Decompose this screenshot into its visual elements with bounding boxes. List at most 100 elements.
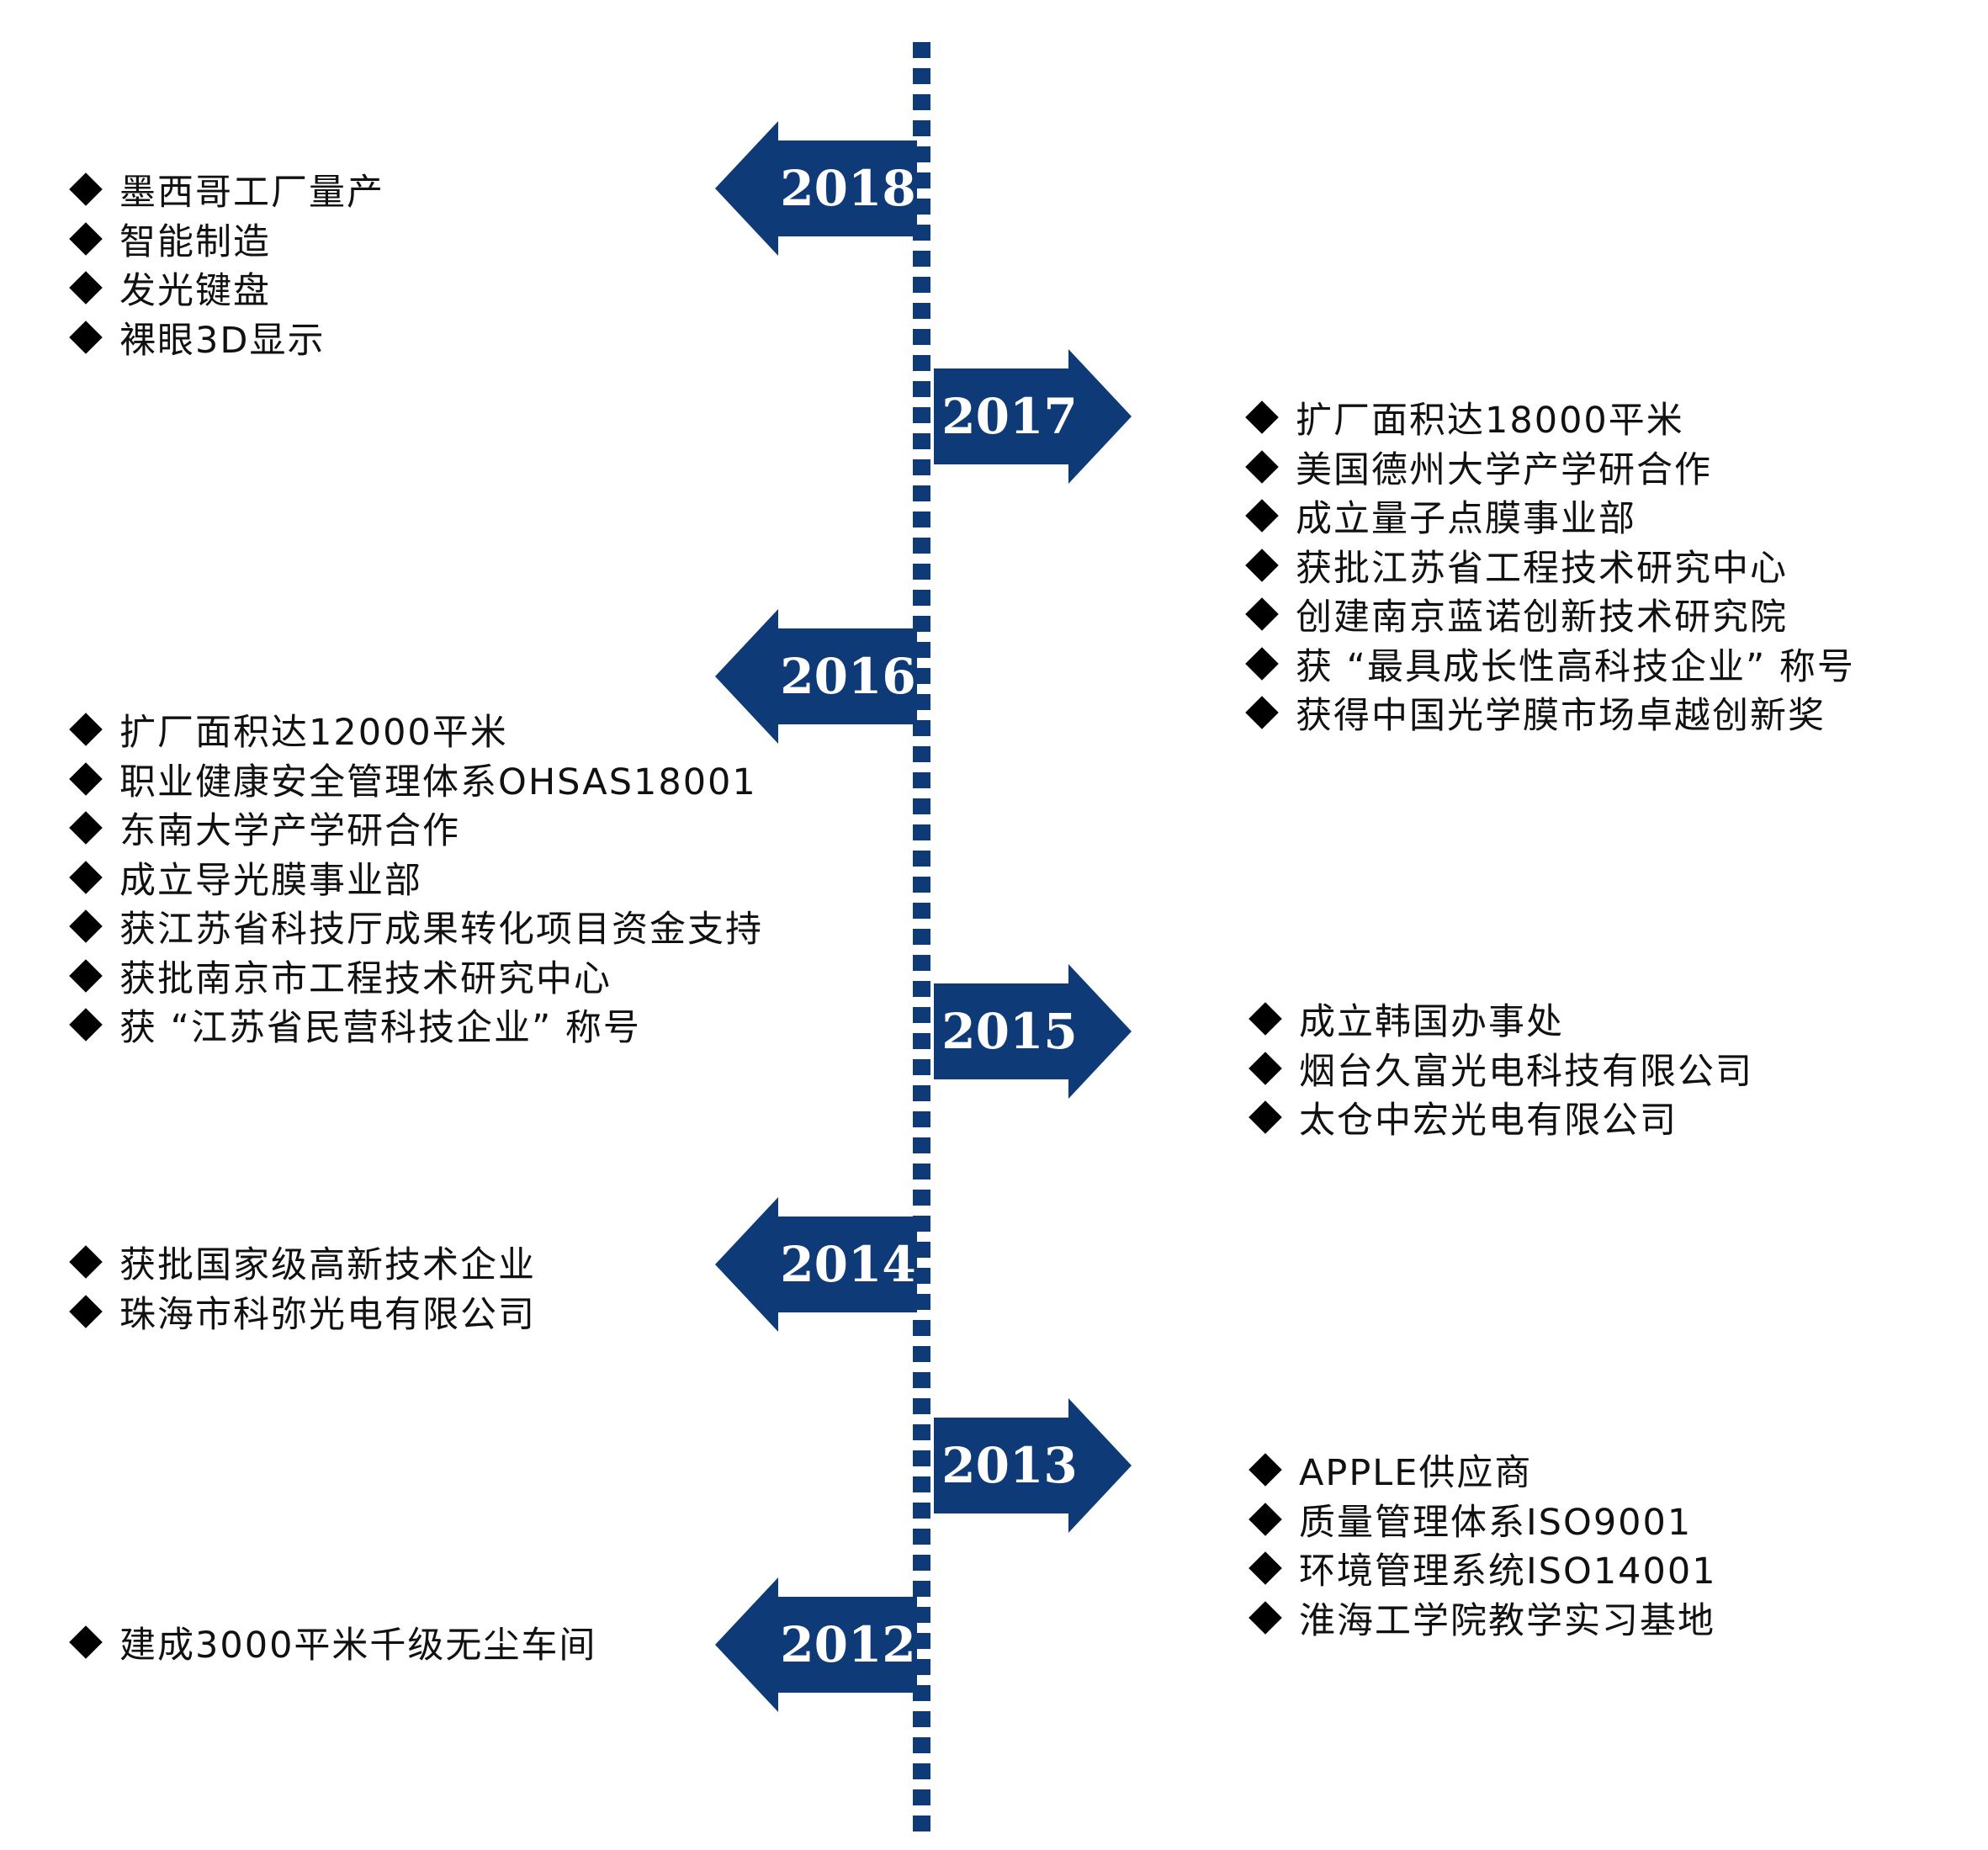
- axis-dash: [913, 1633, 930, 1649]
- milestone-item: 东南大学产学研合作: [67, 803, 763, 853]
- axis-dash: [913, 381, 930, 397]
- milestone-item-text: 环境管理系统ISO14001: [1299, 1551, 1717, 1593]
- milestone-item: 建成3000平米千级无尘车间: [67, 1618, 596, 1667]
- arrow-shape: [934, 349, 1132, 484]
- axis-dash: [913, 1033, 930, 1049]
- milestone-item-text: 成立韩国办事处: [1299, 1001, 1564, 1044]
- milestone-item: 淮海工学院教学实习基地: [1247, 1593, 1717, 1643]
- milestone-item: 获得中国光学膜市场卓越创新奖: [1243, 688, 1855, 738]
- axis-dash: [913, 1216, 930, 1232]
- axis-dash: [913, 459, 930, 475]
- diamond-bullet-icon: [1248, 1051, 1282, 1085]
- axis-dash: [913, 851, 930, 867]
- year-label: 2012: [780, 1616, 915, 1673]
- axis-dash: [913, 1164, 930, 1179]
- diamond-bullet-icon: [69, 1625, 103, 1660]
- axis-dash: [913, 251, 930, 267]
- milestone-items-2016: 扩厂面积达12000平米职业健康安全管理体系OHSAS18001 东南大学产学研合…: [67, 705, 763, 1050]
- diamond-bullet-icon: [69, 1294, 103, 1328]
- diamond-bullet-icon: [69, 221, 103, 256]
- arrow-shape: [934, 1398, 1132, 1533]
- milestone-item: 太仓中宏光电有限公司: [1247, 1093, 1753, 1142]
- year-arrow-2014: 2014: [715, 1197, 917, 1332]
- year-label: 2016: [780, 648, 915, 705]
- milestone-item: 获江苏省科技厅成果转化项目资金支持: [67, 902, 763, 952]
- milestone-item: 发光键盘: [67, 263, 384, 313]
- diamond-bullet-icon: [69, 1245, 103, 1280]
- milestone-items-2014: 获批国家级高新技术企业珠海市科弥光电有限公司: [67, 1238, 536, 1336]
- milestone-item-text: 裸眼3D显示: [119, 319, 326, 362]
- axis-dash: [913, 616, 930, 632]
- diamond-bullet-icon: [69, 909, 103, 944]
- axis-dash: [913, 1137, 930, 1153]
- axis-dash: [913, 277, 930, 293]
- axis-dash: [913, 1424, 930, 1440]
- milestone-item: 珠海市科弥光电有限公司: [67, 1287, 536, 1337]
- arrow-shape: [715, 1577, 917, 1712]
- year-arrow-2015: 2015: [934, 964, 1132, 1099]
- diamond-bullet-icon: [1248, 1551, 1282, 1586]
- axis-dash: [913, 303, 930, 319]
- axis-dash: [913, 955, 930, 971]
- axis-dash: [913, 538, 930, 554]
- axis-dash: [913, 1816, 930, 1831]
- axis-dash: [913, 929, 930, 945]
- milestone-item-text: 成立量子点膜事业部: [1296, 498, 1636, 541]
- arrow-shape: [715, 1197, 917, 1332]
- diamond-bullet-icon: [69, 958, 103, 993]
- milestone-item-text: 墨西哥工厂量产: [119, 172, 384, 215]
- milestone-items-2018: 墨西哥工厂量产智能制造发光键盘裸眼3D显示: [67, 165, 384, 362]
- axis-dash: [913, 1320, 930, 1336]
- axis-dash: [913, 1085, 930, 1101]
- milestone-item-text: 创建南京蓝诺创新技术研究院: [1296, 596, 1788, 639]
- milestone-item: 职业健康安全管理体系OHSAS18001: [67, 755, 763, 804]
- diamond-bullet-icon: [1245, 449, 1279, 484]
- timeline-axis: [913, 42, 930, 1831]
- axis-dash: [913, 225, 930, 241]
- axis-dash: [913, 1503, 930, 1519]
- milestone-item: 扩厂面积达18000平米: [1243, 393, 1855, 443]
- axis-dash: [913, 433, 930, 449]
- year-label: 2017: [941, 388, 1077, 445]
- milestone-item: 扩厂面积达12000平米: [67, 705, 763, 755]
- axis-dash: [913, 1581, 930, 1597]
- year-arrow-2013: 2013: [934, 1398, 1132, 1533]
- axis-dash: [913, 1737, 930, 1753]
- axis-dash: [913, 407, 930, 423]
- axis-dash: [913, 1450, 930, 1466]
- year-arrow-2012: 2012: [715, 1577, 917, 1712]
- milestone-item-text: 美国德州大学产学研合作: [1296, 448, 1712, 491]
- axis-dash: [913, 824, 930, 840]
- axis-dash: [913, 146, 930, 162]
- year-arrow-2018: 2018: [715, 121, 917, 256]
- axis-dash: [913, 512, 930, 527]
- axis-dash: [913, 1476, 930, 1492]
- milestone-items-2017: 扩厂面积达18000平米美国德州大学产学研合作成立量子点膜事业部获批江苏省工程技…: [1243, 393, 1855, 738]
- axis-dash: [913, 1294, 930, 1310]
- milestone-items-2015: 成立韩国办事处烟台久富光电科技有限公司太仓中宏光电有限公司: [1247, 994, 1753, 1142]
- milestone-item-text: 建成3000平米千级无尘车间: [119, 1625, 597, 1667]
- axis-dash: [913, 1242, 930, 1258]
- axis-dash: [913, 329, 930, 345]
- milestone-item: 成立量子点膜事业部: [1243, 491, 1855, 541]
- milestone-item-text: 获批南京市工程技术研究中心: [119, 957, 612, 1000]
- milestone-item-text: 东南大学产学研合作: [119, 810, 460, 853]
- diamond-bullet-icon: [1248, 1502, 1282, 1536]
- axis-dash: [913, 1763, 930, 1779]
- axis-dash: [913, 1789, 930, 1805]
- diamond-bullet-icon: [1245, 400, 1279, 435]
- milestone-item-text: 扩厂面积达12000平米: [119, 712, 508, 755]
- milestone-item-text: 扩厂面积达18000平米: [1296, 400, 1684, 443]
- milestone-item: 创建南京蓝诺创新技术研究院: [1243, 590, 1855, 639]
- axis-dash: [913, 1685, 930, 1701]
- axis-dash: [913, 1190, 930, 1206]
- year-arrow-2017: 2017: [934, 349, 1132, 484]
- milestone-item-text: 获 “最具成长性高科技企业” 称号: [1296, 645, 1855, 688]
- axis-dash: [913, 120, 930, 136]
- axis-dash: [913, 172, 930, 188]
- diamond-bullet-icon: [69, 761, 103, 796]
- axis-dash: [913, 746, 930, 762]
